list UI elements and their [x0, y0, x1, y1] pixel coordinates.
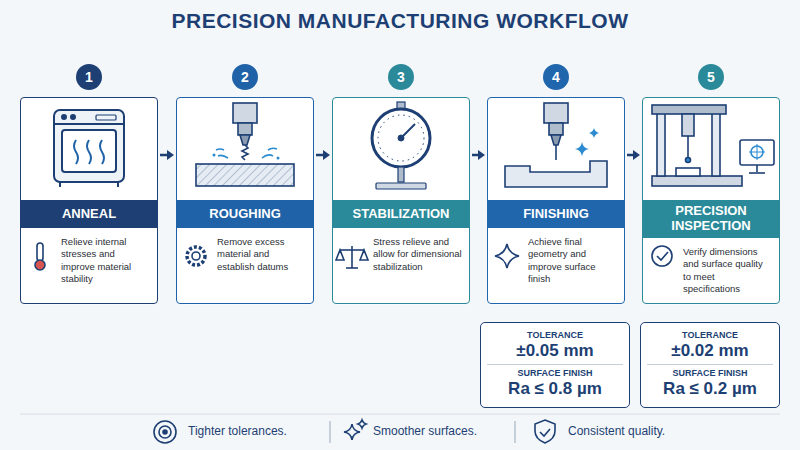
step-number: 4 [552, 69, 560, 85]
cmm-illustration [652, 105, 774, 186]
footer-note: Tighter tolerances. [188, 424, 287, 438]
spec-value: Ra ≤ 0.2 µm [647, 379, 773, 399]
footer-note: Smoother surfaces. [373, 424, 477, 438]
step-number: 5 [707, 69, 715, 85]
dial-gauge-illustration [372, 102, 430, 189]
step-title: PRECISION INSPECTION [647, 204, 775, 234]
step-number-badge: 3 [388, 64, 414, 90]
illustration-space [333, 98, 469, 200]
diagram-title: PRECISION MANUFACTURING WORKFLOW [0, 9, 800, 33]
step-header-band: FINISHING [488, 200, 624, 228]
oven-illustration [54, 110, 124, 187]
illustration-space [177, 98, 313, 200]
step-card: STABILIZATION Stress relieve and allow fo… [332, 97, 470, 304]
footer-note: Consistent quality. [568, 424, 665, 438]
flow-arrow [627, 150, 640, 160]
step-title: ROUGHING [209, 207, 281, 222]
step-description: Remove excess material and establish dat… [177, 228, 313, 281]
spec-box: TOLERANCE±0.02 mm SURFACE FINISHRa ≤ 0.2 … [640, 322, 780, 408]
step-header-band: ROUGHING [177, 200, 313, 228]
step-header-band: PRECISION INSPECTION [643, 200, 779, 238]
illustration-space [21, 98, 157, 200]
spec-box: TOLERANCE±0.05 mm SURFACE FINISHRa ≤ 0.8 … [480, 322, 630, 408]
step-title: FINISHING [523, 207, 589, 222]
step-header-band: ANNEAL [21, 200, 157, 228]
step-number-badge: 2 [232, 64, 258, 90]
flow-arrow [160, 150, 174, 160]
step-number-badge: 1 [76, 64, 102, 90]
illustration-space [643, 98, 779, 200]
step-card: PRECISION INSPECTION Verify dimensions an… [642, 97, 780, 304]
footer-icons [20, 414, 780, 443]
step-description: Achieve final geometry and improve surfa… [488, 228, 624, 293]
spec-heading: TOLERANCE [647, 327, 773, 340]
finishing-illustration [505, 103, 607, 187]
spec-heading: SURFACE FINISH [487, 364, 623, 378]
spec-heading: SURFACE FINISH [647, 364, 773, 378]
step-number: 3 [397, 69, 405, 85]
spec-value: ±0.02 mm [647, 341, 773, 361]
step-description: Stress relieve and allow for dimensional… [333, 228, 469, 281]
step-card: ANNEAL Relieve internal stresses and impr… [20, 97, 158, 304]
spec-heading: TOLERANCE [487, 327, 623, 340]
step-number-badge: 5 [698, 64, 724, 90]
step-description: Relieve internal stresses and improve ma… [21, 228, 157, 293]
roughing-illustration [196, 103, 294, 186]
spec-value: ±0.05 mm [487, 341, 623, 361]
step-number: 1 [85, 69, 93, 85]
step-number: 2 [241, 69, 249, 85]
spec-value: Ra ≤ 0.8 µm [487, 379, 623, 399]
flow-arrow [472, 150, 485, 160]
illustration-space [488, 98, 624, 200]
step-description: Verify dimensions and surface quality to… [643, 238, 779, 303]
step-header-band: STABILIZATION [333, 200, 469, 228]
step-number-badge: 4 [543, 64, 569, 90]
flow-arrow [316, 150, 330, 160]
step-card: FINISHING Achieve final geometry and impr… [487, 97, 625, 304]
step-card: ROUGHING Remove excess material and estab… [176, 97, 314, 304]
step-title: STABILIZATION [352, 207, 449, 222]
step-title: ANNEAL [62, 207, 116, 222]
